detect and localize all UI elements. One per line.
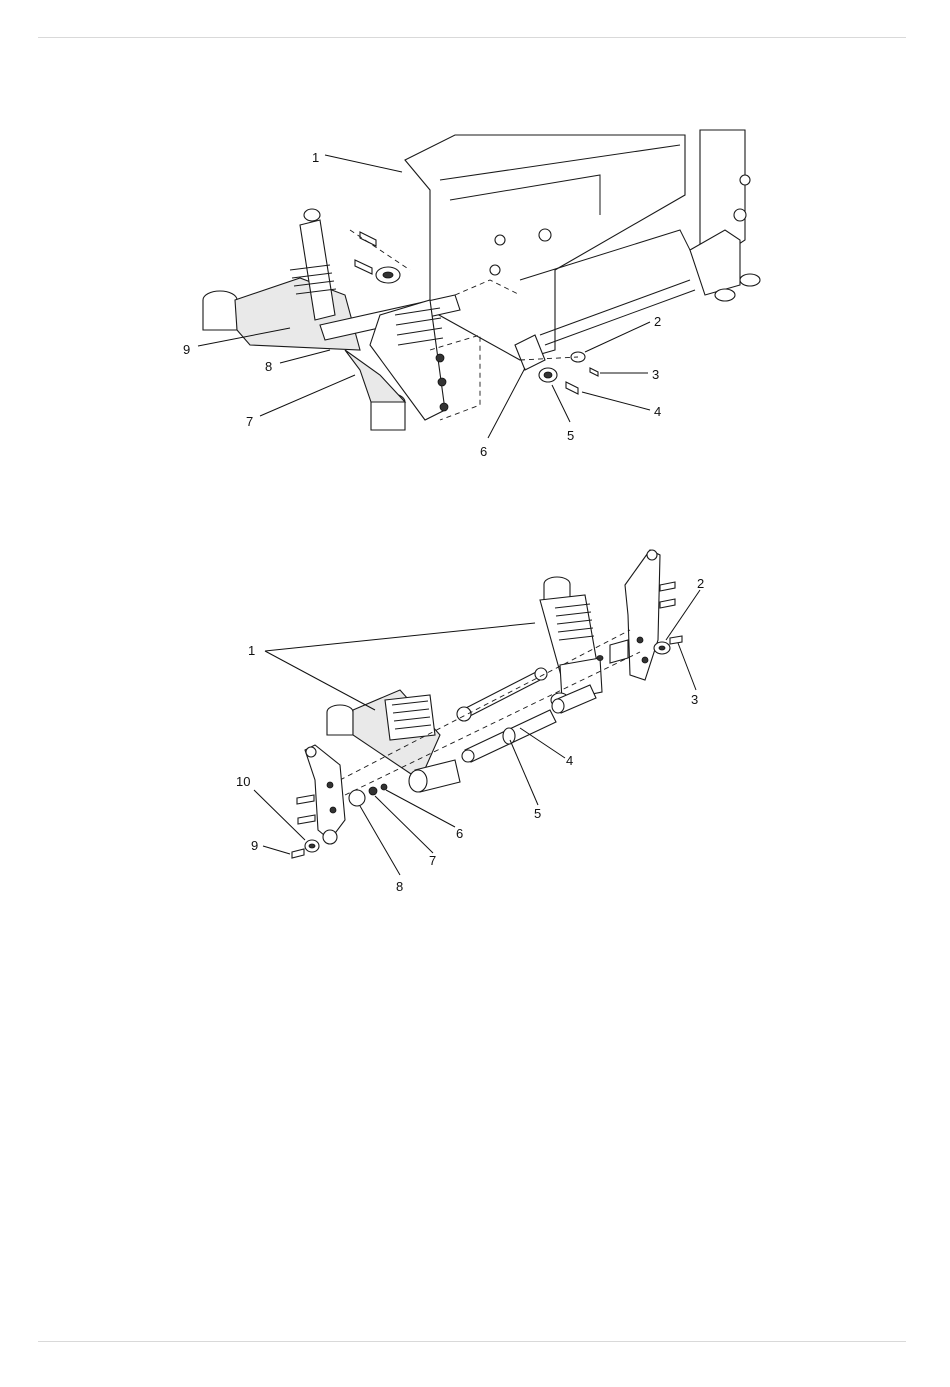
- figure-2-svg: 1 2 3 4 5 6 7 8 9 10: [0, 540, 950, 920]
- callout-label: 7: [429, 853, 436, 868]
- pivot-arm-assembly: [203, 209, 460, 430]
- right-bracket: [625, 550, 682, 680]
- callout-label: 8: [265, 359, 272, 374]
- left-bracket: [292, 745, 387, 858]
- callout-label: 5: [567, 428, 574, 443]
- callout-label: 5: [534, 806, 541, 821]
- callout-label: 9: [251, 838, 258, 853]
- callout-label: 6: [480, 444, 487, 459]
- callout-label: 1: [312, 150, 319, 165]
- callout-label: 6: [456, 826, 463, 841]
- callout-label: 3: [691, 692, 698, 707]
- callout-label: 8: [396, 879, 403, 894]
- footer-rule: [38, 1341, 906, 1342]
- callout-label: 7: [246, 414, 253, 429]
- figure-1-svg: 1 2 3 4 5 6 7 8 9: [0, 120, 950, 480]
- callout-label: 10: [236, 774, 250, 789]
- callout-label: 3: [652, 367, 659, 382]
- callout-label: 2: [697, 576, 704, 591]
- callout-label: 4: [654, 404, 661, 419]
- callout-label: 1: [248, 643, 255, 658]
- frame-plate: [405, 130, 760, 360]
- figure-1-frame-assembly: 1 2 3 4 5 6 7 8 9: [0, 120, 950, 480]
- callout-label: 2: [654, 314, 661, 329]
- callout-label: 4: [566, 753, 573, 768]
- figure-2-exploded-view: 1 2 3 4 5 6 7 8 9 10: [0, 540, 950, 920]
- header-rule: [38, 37, 906, 38]
- lower-spring-arm: [327, 690, 460, 792]
- callout-label: 9: [183, 342, 190, 357]
